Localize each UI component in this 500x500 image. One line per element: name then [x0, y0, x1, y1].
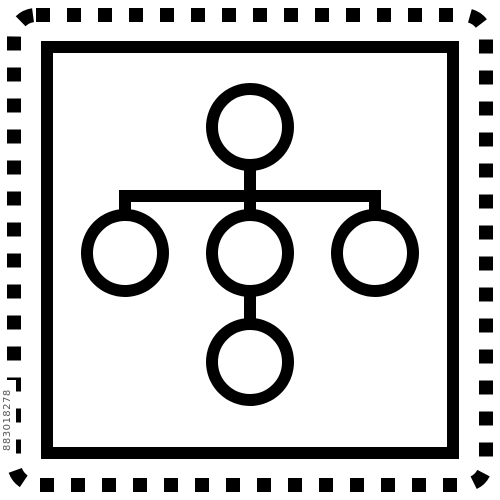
- node-left: [81, 209, 169, 297]
- hierarchy-nodes: [81, 83, 419, 406]
- node-top: [206, 83, 294, 171]
- inner-square-frame: [41, 41, 459, 459]
- node-bottom: [206, 318, 294, 406]
- node-center: [206, 209, 294, 297]
- node-right: [331, 209, 419, 297]
- branch-bar: [119, 190, 381, 214]
- watermark-id-text: 883018278: [2, 380, 16, 460]
